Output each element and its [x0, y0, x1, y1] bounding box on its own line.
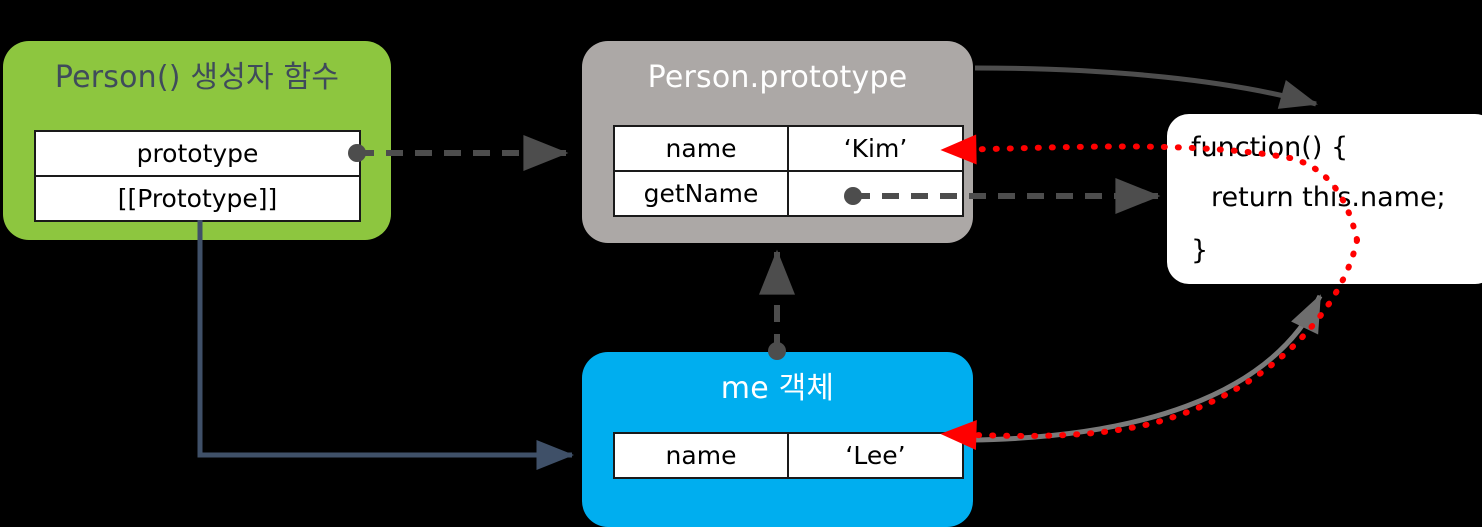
edge-instance-to-prototype — [758, 249, 795, 360]
node-person-prototype[interactable]: Person.prototype name ‘Kim’ getName — [582, 41, 973, 243]
row-prototype-label: prototype — [34, 130, 361, 177]
row-internal-prototype-label: [[Prototype]] — [34, 175, 361, 222]
edge-constructor-to-instance — [197, 220, 574, 470]
me-instance-property-table: name ‘Lee’ — [613, 432, 964, 479]
row-name-key: name — [613, 432, 789, 479]
table-row[interactable]: name ‘Lee’ — [613, 432, 964, 479]
table-row[interactable]: prototype — [34, 130, 361, 177]
node-me-instance-title: me 객체 — [720, 371, 835, 406]
node-me-instance[interactable]: me 객체 name ‘Lee’ — [582, 352, 973, 527]
node-person-constructor-title: Person() 생성자 함수 — [54, 60, 340, 95]
row-name-value: ‘Kim’ — [787, 125, 964, 172]
row-name-key: name — [613, 125, 789, 172]
person-prototype-property-table: name ‘Kim’ getName — [613, 125, 964, 217]
edge-prototype-scope-to-function — [974, 65, 1318, 109]
table-row[interactable]: name ‘Kim’ — [613, 125, 964, 172]
node-person-prototype-title: Person.prototype — [647, 60, 908, 95]
edge-instance-scope-to-function — [969, 294, 1323, 443]
row-getname-key: getName — [613, 170, 789, 217]
table-row[interactable]: getName — [613, 170, 964, 217]
row-name-value: ‘Lee’ — [787, 432, 964, 479]
table-row[interactable]: [[Prototype]] — [34, 175, 361, 222]
person-constructor-property-table: prototype [[Prototype]] — [34, 130, 361, 222]
function-literal-line-1: function() { — [1191, 132, 1349, 163]
row-getname-value — [787, 170, 964, 217]
node-person-constructor[interactable]: Person() 생성자 함수 prototype [[Prototype]] — [3, 41, 391, 240]
node-function-literal[interactable]: function() { return this.name; } — [1167, 114, 1482, 284]
function-literal-line-2: return this.name; — [1211, 182, 1446, 213]
function-literal-line-3: } — [1191, 235, 1209, 266]
